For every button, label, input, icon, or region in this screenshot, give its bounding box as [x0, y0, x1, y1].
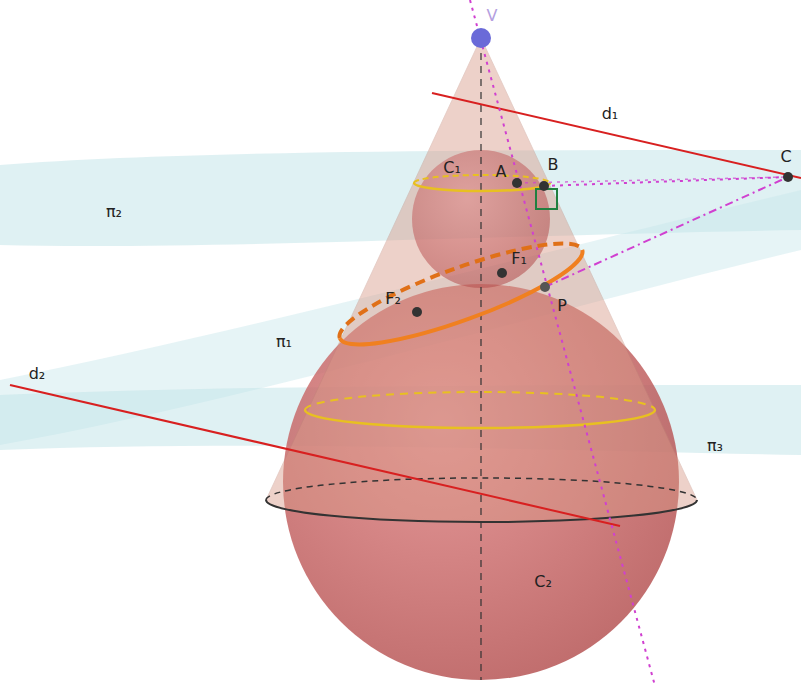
- point: [540, 282, 550, 292]
- tangent-circle-back: [305, 392, 655, 410]
- point-label: π₃: [707, 438, 723, 454]
- point-label: C₂: [534, 574, 552, 590]
- generatrix: [470, 0, 655, 686]
- tangent-circle-front: [305, 410, 655, 428]
- apex-point: [471, 28, 491, 48]
- construction-line: [517, 177, 788, 183]
- point: [539, 181, 549, 191]
- construction-line: [545, 177, 788, 287]
- point-label: π₂: [106, 204, 122, 220]
- focus-point: [412, 307, 422, 317]
- point-label: B: [548, 157, 559, 173]
- point-label: C₁: [443, 160, 461, 176]
- right-angle-mark: [536, 189, 557, 209]
- point-label: F₁: [511, 251, 527, 267]
- point-label: A: [496, 164, 507, 180]
- cone-axis: [480, 40, 481, 680]
- point-label: V: [487, 8, 498, 24]
- tangent-circle-back: [414, 175, 550, 183]
- directrix-d1: [432, 93, 801, 178]
- point-label: C: [780, 149, 791, 165]
- point: [512, 178, 522, 188]
- conic-section: [331, 225, 591, 362]
- point: [783, 172, 793, 182]
- point-label: d₁: [602, 106, 619, 122]
- point-label: π₁: [276, 334, 292, 350]
- point-label: F₂: [385, 291, 401, 307]
- directrix-d2: [10, 385, 620, 526]
- point-label: P: [557, 298, 567, 314]
- focus-point: [497, 268, 507, 278]
- tangent-circle-front: [414, 183, 550, 191]
- section-front: [340, 250, 591, 363]
- point-label: d₂: [29, 366, 46, 382]
